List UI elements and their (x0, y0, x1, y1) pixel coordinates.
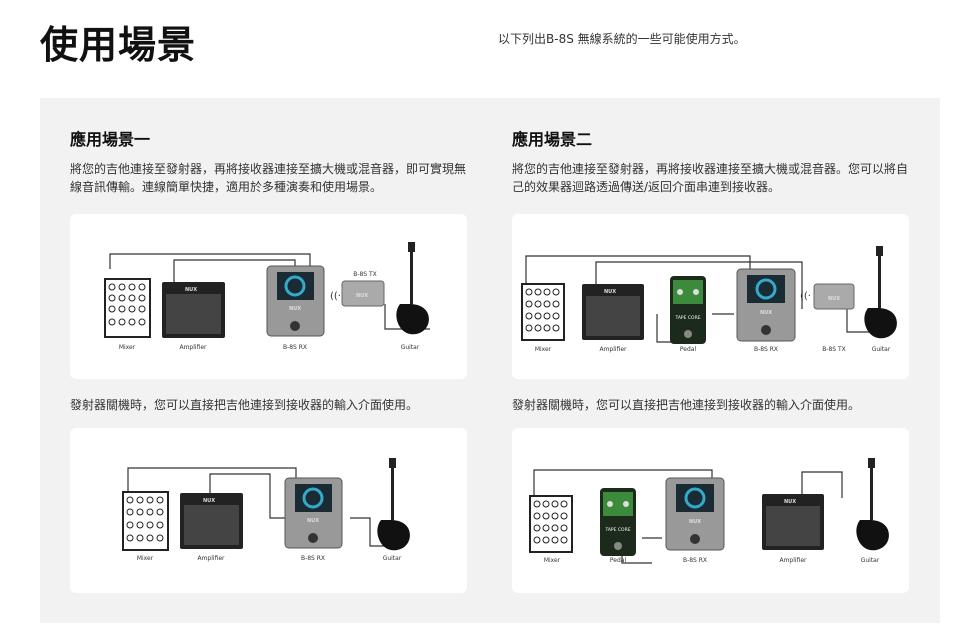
label-mixer: Mixer (535, 346, 552, 353)
label-amplifier: Amplifier (599, 346, 627, 353)
receiver-icon: NUX (266, 265, 325, 337)
transmitter-icon: NUX (341, 280, 385, 307)
scenario-2-title: 應用場景二 (512, 130, 593, 149)
mixer-icon (122, 491, 169, 551)
scenario-1-title: 應用場景一 (70, 130, 151, 149)
amp-brand: NUX (203, 498, 215, 504)
amplifier-icon: NUX (582, 284, 644, 340)
transmitter-icon: NUX (813, 283, 855, 310)
pedal-icon: TAPE CORE (600, 488, 636, 556)
diagram-svg: NUX TAPE CORE NUX ((· (521, 246, 897, 353)
page-title: 使用場景 (40, 23, 197, 67)
diagram-svg: NUX NUX ((· NUX (104, 242, 430, 351)
label-tx: B-8S TX (353, 271, 377, 278)
mixer-icon (104, 278, 151, 338)
guitar-icon (864, 246, 897, 339)
scenarios-panel: 應用場景一 將您的吉他連接至發射器，再將接收器連接至擴大機或混音器，即可實現無線… (40, 98, 940, 623)
pedal-name: TAPE CORE (674, 315, 700, 321)
rx-brand: NUX (289, 306, 301, 312)
mixer-icon (529, 495, 573, 553)
label-rx: B-8S RX (283, 344, 307, 351)
scenario-1-diagram-bottom: NUX NUX Mixer Amplifier B-8S RX Guit (70, 428, 467, 593)
guitar-icon (377, 458, 410, 551)
amplifier-icon: NUX (180, 493, 243, 549)
scenario-1-diagram-top: NUX NUX ((· NUX (70, 214, 467, 379)
amplifier-icon: NUX (162, 282, 225, 338)
label-amplifier: Amplifier (779, 557, 807, 564)
rx-brand: NUX (689, 519, 701, 525)
receiver-icon: NUX (665, 477, 725, 551)
mixer-icon (521, 283, 565, 341)
amp-brand: NUX (185, 287, 197, 293)
label-mixer: Mixer (544, 557, 561, 564)
label-rx: B-8S RX (754, 346, 778, 353)
label-guitar: Guitar (383, 555, 402, 562)
diagram-svg: NUX NUX Mixer Amplifier B-8S RX Guit (122, 458, 410, 562)
wireless-icon: ((· (330, 291, 341, 302)
wireless-icon: ((· (800, 291, 811, 302)
pedal-name: TAPE CORE (604, 527, 630, 533)
diagram-svg: TAPE CORE NUX NUX (529, 458, 889, 564)
label-guitar: Guitar (861, 557, 880, 564)
amp-brand: NUX (604, 289, 616, 295)
receiver-icon: NUX (736, 268, 796, 342)
pedal-icon: TAPE CORE (670, 276, 706, 344)
label-rx: B-8S RX (301, 555, 325, 562)
amplifier-icon: NUX (762, 494, 824, 550)
label-mixer: Mixer (119, 344, 136, 351)
label-tx: B-8S TX (822, 346, 846, 353)
label-pedal: Pedal (680, 346, 697, 353)
scenario-2-description: 將您的吉他連接至發射器，再將接收器連接至擴大機或混音器。您可以將自己的效果器迴路… (512, 162, 909, 194)
guitar-icon (856, 458, 889, 551)
rx-brand: NUX (307, 518, 319, 524)
scenario-1-note: 發射器關機時，您可以直接把吉他連接到接收器的輸入介面使用。 (70, 398, 419, 412)
tx-brand: NUX (828, 296, 840, 302)
label-rx: B-8S RX (683, 557, 707, 564)
scenario-1-description: 將您的吉他連接至發射器，再將接收器連接至擴大機或混音器，即可實現無線音訊傳輸。連… (70, 162, 467, 194)
guitar-icon (396, 242, 429, 335)
rx-brand: NUX (760, 310, 772, 316)
scenario-2-note: 發射器關機時，您可以直接把吉他連接到接收器的輸入介面使用。 (512, 398, 861, 412)
scenario-2-diagram-bottom: TAPE CORE NUX NUX (512, 428, 909, 593)
label-pedal: Pedal (610, 557, 627, 564)
label-amplifier: Amplifier (179, 344, 207, 351)
label-guitar: Guitar (401, 344, 420, 351)
amp-brand: NUX (784, 499, 796, 505)
label-amplifier: Amplifier (197, 555, 225, 562)
receiver-icon: NUX (284, 477, 343, 549)
scenario-2-diagram-top: NUX TAPE CORE NUX ((· (512, 214, 909, 379)
label-guitar: Guitar (872, 346, 891, 353)
label-mixer: Mixer (137, 555, 154, 562)
page-subtitle: 以下列出B-8S 無線系統的一些可能使用方式。 (498, 32, 746, 46)
tx-brand: NUX (356, 293, 368, 299)
